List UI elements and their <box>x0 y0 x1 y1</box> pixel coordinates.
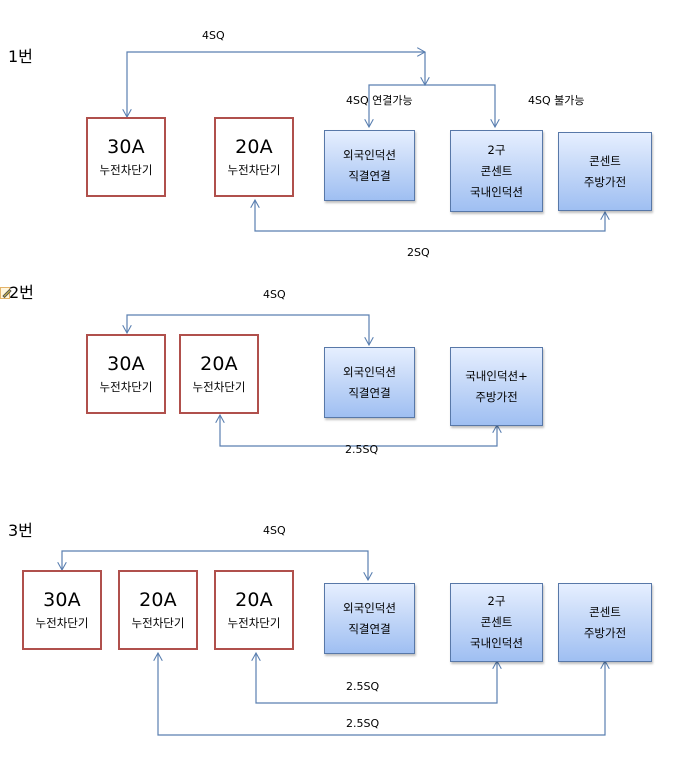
wire-label: 4SQ <box>202 29 225 42</box>
load-line: 주방가전 <box>583 625 627 640</box>
load-line: 국내인덕션 <box>470 184 523 199</box>
breaker-box: 30A 누전차단기 <box>86 117 166 197</box>
load-box: 외국인덕션 직결연결 <box>324 130 415 201</box>
breaker-box: 30A 누전차단기 <box>86 334 166 414</box>
breaker-type: 누전차단기 <box>99 163 153 177</box>
wire-label: 2.5SQ <box>346 680 380 693</box>
note-label: 4SQ 불가능 <box>528 94 585 107</box>
section-label-3: 3번 <box>8 521 33 540</box>
wire-3-2-5sq-b <box>158 653 605 736</box>
breaker-rating: 20A <box>139 589 177 611</box>
load-line: 2구 <box>487 594 506 608</box>
load-line: 콘센트 <box>480 163 513 178</box>
wire-label: 4SQ <box>263 524 286 537</box>
load-line: 콘센트 <box>589 153 621 168</box>
breaker-rating: 30A <box>43 589 81 611</box>
breaker-type: 누전차단기 <box>227 616 281 630</box>
wire-label: 2SQ <box>407 246 430 259</box>
load-line: 직결연결 <box>348 621 391 636</box>
section-label-2: 2번 <box>9 283 34 302</box>
section-label-1: 1번 <box>8 47 33 66</box>
breaker-rating: 30A <box>107 353 145 375</box>
breaker-rating: 20A <box>235 136 273 158</box>
breaker-type: 누전차단기 <box>131 616 185 630</box>
load-box: 2구 콘센트 국내인덕션 <box>450 583 543 662</box>
load-line: 콘센트 <box>480 615 513 629</box>
breaker-type: 누전차단기 <box>227 163 281 177</box>
load-line: 직결연결 <box>348 385 391 400</box>
breaker-type: 누전차단기 <box>35 616 89 630</box>
note-label: 4SQ 연결가능 <box>346 94 413 107</box>
wire-label: 2.5SQ <box>346 717 380 730</box>
load-line: 국내인덕션+ <box>465 368 528 383</box>
breaker-rating: 20A <box>200 353 238 375</box>
load-line: 직결연결 <box>348 168 391 183</box>
load-box: 국내인덕션+ 주방가전 <box>450 347 543 426</box>
load-line: 콘센트 <box>589 604 621 619</box>
load-box: 2구 콘센트 국내인덕션 <box>450 130 543 212</box>
load-line: 외국인덕션 <box>343 147 396 162</box>
breaker-type: 누전차단기 <box>192 380 246 394</box>
breaker-box: 20A 누전차단기 <box>214 117 294 197</box>
wire-1-2sq <box>255 200 605 232</box>
breaker-box: 20A 누전차단기 <box>214 570 294 650</box>
load-box: 콘센트 주방가전 <box>558 583 652 662</box>
wire-label: 4SQ <box>263 288 286 301</box>
breaker-box: 30A 누전차단기 <box>22 570 102 650</box>
load-line: 2구 <box>487 142 506 157</box>
breaker-box: 20A 누전차단기 <box>118 570 198 650</box>
load-line: 주방가전 <box>475 389 518 404</box>
breaker-rating: 20A <box>235 589 273 611</box>
breaker-type: 누전차단기 <box>99 380 153 394</box>
breaker-box: 20A 누전차단기 <box>179 334 259 414</box>
breaker-rating: 30A <box>107 136 145 158</box>
load-line: 외국인덕션 <box>343 600 396 615</box>
wire-label: 2.5SQ <box>345 443 379 456</box>
pencil-edit-icon <box>0 287 10 299</box>
wire-1-4sq-main <box>127 52 425 117</box>
load-line: 주방가전 <box>583 174 627 189</box>
load-box: 콘센트 주방가전 <box>558 132 652 211</box>
load-box: 외국인덕션 직결연결 <box>324 347 415 418</box>
load-line: 국내인덕션 <box>470 636 523 650</box>
load-line: 외국인덕션 <box>343 364 396 379</box>
load-box: 외국인덕션 직결연결 <box>324 583 415 654</box>
